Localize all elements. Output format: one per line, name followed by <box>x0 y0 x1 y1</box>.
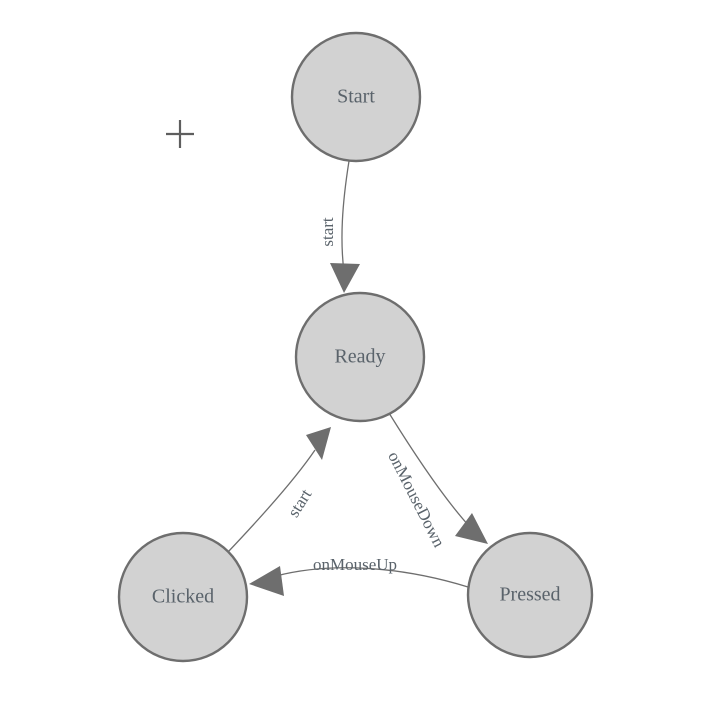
state-node-pressed[interactable]: Pressed <box>466 531 594 659</box>
arrowhead-clicked-to-ready <box>306 427 331 460</box>
arrowhead-ready-to-pressed <box>455 513 488 544</box>
edge-label-pressed-to-clicked: onMouseUp <box>313 555 397 574</box>
state-node-ready[interactable]: Ready <box>294 291 426 423</box>
arrowhead-pressed-to-clicked <box>249 566 284 596</box>
edge-start-to-ready[interactable]: start <box>318 160 360 293</box>
arrowhead-start-to-ready <box>330 263 360 293</box>
plus-marker-icon <box>166 120 194 148</box>
state-node-pressed-label: Pressed <box>499 584 560 606</box>
state-node-ready-label: Ready <box>334 346 385 368</box>
edge-label-ready-to-pressed: onMouseDown <box>384 448 449 550</box>
state-node-clicked[interactable]: Clicked <box>117 531 249 663</box>
state-node-start-circle <box>290 31 422 163</box>
state-node-clicked-circle <box>117 531 249 663</box>
state-node-clicked-label: Clicked <box>152 586 214 608</box>
state-node-start[interactable]: Start <box>290 31 422 163</box>
edge-clicked-to-ready[interactable]: start <box>227 427 331 553</box>
state-node-start-label: Start <box>337 86 375 108</box>
state-node-ready-circle <box>294 291 426 423</box>
state-node-pressed-circle <box>466 531 594 659</box>
edge-label-clicked-to-ready: start <box>284 485 316 520</box>
edge-pressed-to-clicked[interactable]: onMouseUp <box>249 555 469 596</box>
edge-label-start-to-ready: start <box>318 217 337 247</box>
edge-ready-to-pressed[interactable]: onMouseDown <box>384 412 488 551</box>
